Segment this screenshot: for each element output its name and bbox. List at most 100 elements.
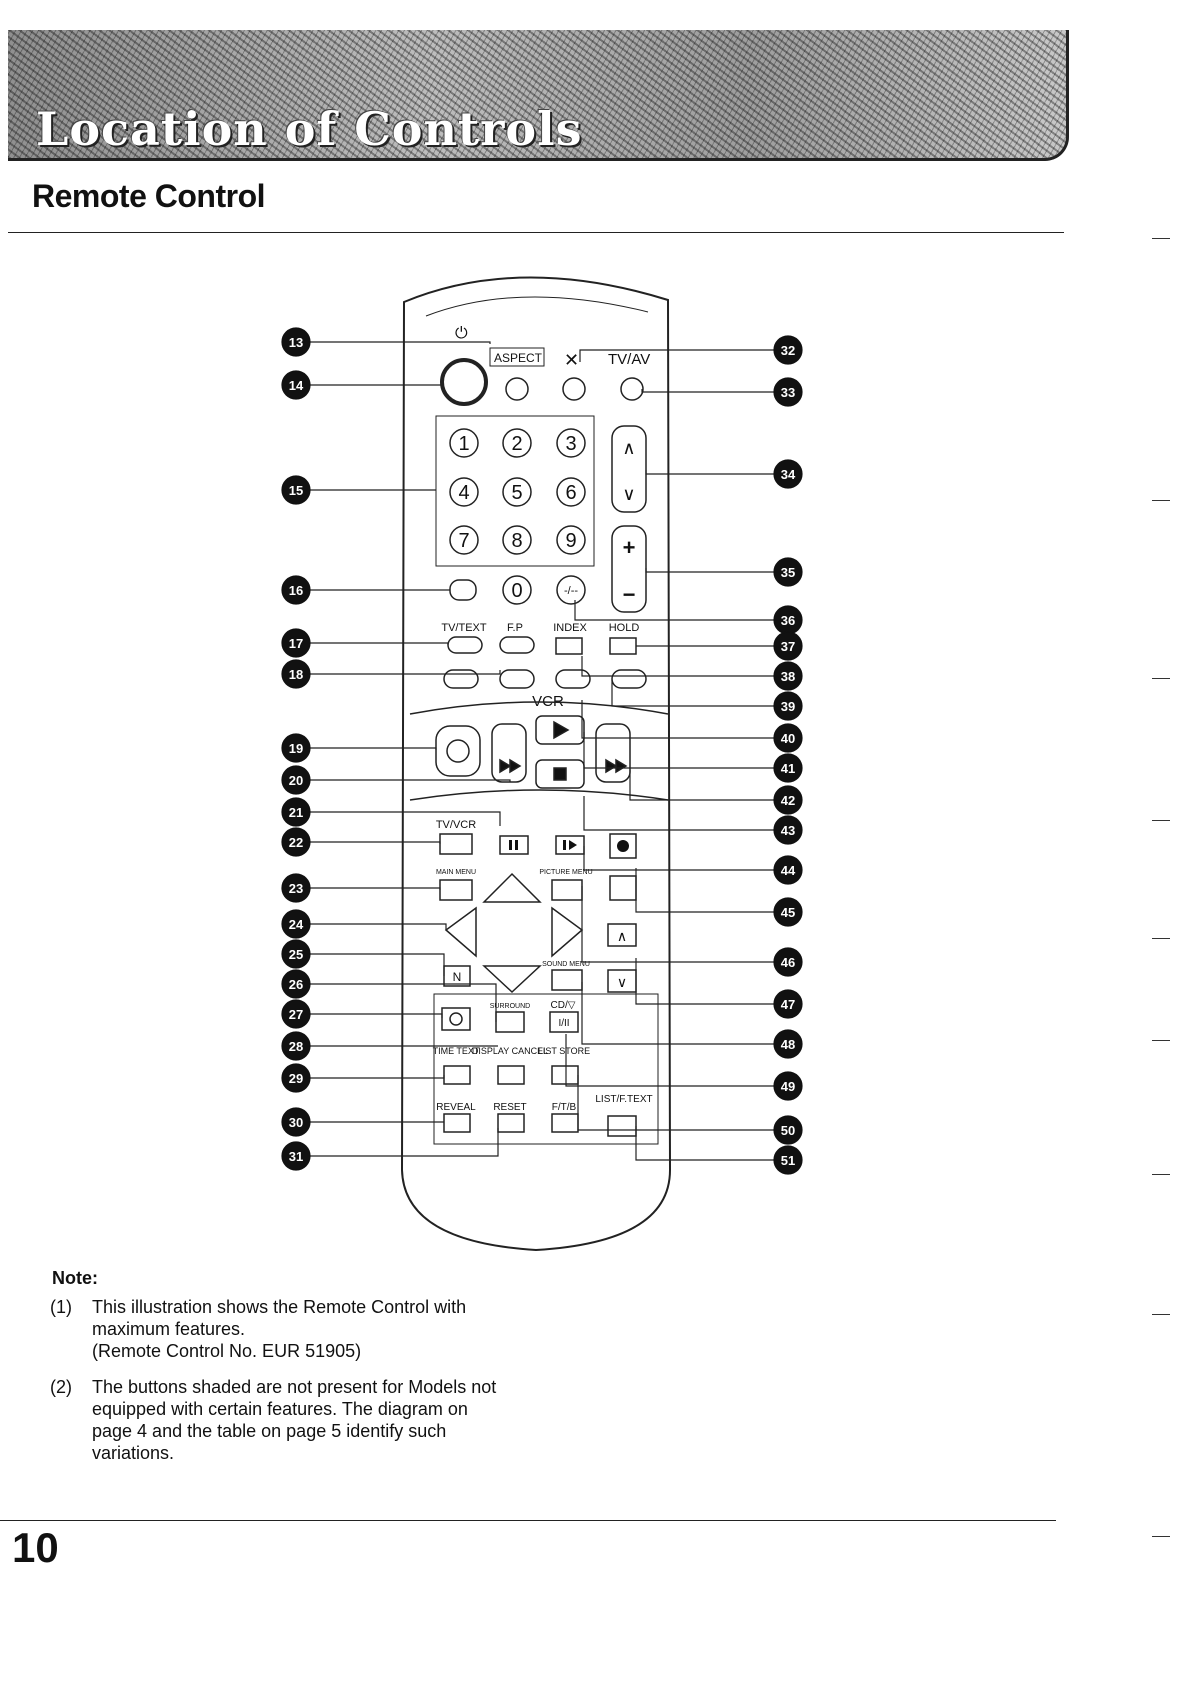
tv-av-button[interactable]	[620, 377, 644, 401]
callout-28-number: 28	[289, 1039, 303, 1054]
callout-14-leader-line	[296, 382, 443, 386]
callout-47-number: 47	[781, 997, 795, 1012]
page-number: 10	[12, 1524, 59, 1571]
display-cancel-button[interactable]	[497, 1065, 525, 1085]
digit-2-button[interactable]: 2	[502, 428, 532, 458]
sound-menu-button[interactable]	[551, 969, 583, 991]
time-text-button[interactable]	[443, 1065, 471, 1085]
reset-button[interactable]	[497, 1113, 525, 1133]
callout-15-marker	[281, 475, 311, 505]
record-stop-button[interactable]	[609, 875, 637, 901]
nav-down-button[interactable]	[482, 965, 542, 994]
svg-text:0: 0	[511, 580, 522, 602]
record-icon	[617, 840, 629, 852]
footer-rule	[0, 1520, 1056, 1521]
callout-50-number: 50	[781, 1123, 795, 1138]
digit-8-button[interactable]: 8	[502, 525, 532, 555]
text-button[interactable]	[449, 579, 477, 601]
surround-button[interactable]	[495, 1011, 525, 1033]
callout-42-marker	[773, 785, 803, 815]
play-button[interactable]	[535, 715, 585, 745]
callout-32-number: 32	[781, 343, 795, 358]
ch-up-label: ∧	[622, 438, 635, 458]
callout-35-marker	[773, 557, 803, 587]
green-button[interactable]	[499, 669, 535, 689]
nav-up-button[interactable]	[482, 872, 542, 903]
callout-37-marker	[773, 631, 803, 661]
callout-16-number: 16	[289, 583, 303, 598]
picture-menu-button[interactable]	[551, 879, 583, 901]
dash-key-button[interactable]: -/--	[556, 575, 586, 605]
callout-40-leader-line	[581, 700, 788, 739]
rewind-icon	[499, 758, 522, 774]
callout-43-leader-line	[583, 796, 788, 831]
callout-29-number: 29	[289, 1071, 303, 1086]
rewind-button[interactable]	[491, 723, 527, 783]
vcr-power-icon	[446, 739, 470, 763]
tv-vcr-button[interactable]	[439, 833, 473, 855]
fast-forward-button[interactable]	[595, 723, 631, 783]
vol-plus-label: +	[623, 535, 636, 560]
timer-button[interactable]	[441, 1007, 471, 1031]
digit-1-button[interactable]: 1	[449, 428, 479, 458]
blue-button[interactable]	[611, 669, 647, 689]
margin-tick	[1152, 238, 1170, 239]
ch-down-label: ∨	[622, 484, 635, 504]
callout-17-marker	[281, 628, 311, 658]
callout-25-marker	[281, 939, 311, 969]
fp-label: F.P	[507, 622, 523, 634]
reveal-button[interactable]	[443, 1113, 471, 1133]
callout-24-number: 24	[289, 917, 304, 932]
callout-27-marker	[281, 999, 311, 1029]
callout-18-leader-line	[296, 670, 501, 675]
channel-rocker[interactable]	[611, 425, 647, 513]
digit-9-button[interactable]: 9	[556, 525, 586, 555]
callout-32-leader-line	[579, 349, 788, 362]
cursor-up-button[interactable]	[607, 923, 637, 947]
index-button[interactable]	[555, 637, 583, 655]
callout-33-leader-line	[641, 389, 788, 393]
digit-0-button[interactable]: 0	[502, 575, 532, 605]
record-button[interactable]	[609, 833, 637, 859]
timer-icon	[449, 1012, 463, 1026]
callout-38-number: 38	[781, 669, 795, 684]
mute-button[interactable]	[562, 377, 586, 401]
list-f-text-button[interactable]	[607, 1115, 637, 1137]
reveal-label: REVEAL	[436, 1102, 476, 1113]
digit-5-button[interactable]: 5	[502, 477, 532, 507]
digit-6-button[interactable]: 6	[556, 477, 586, 507]
callout-31-number: 31	[289, 1149, 303, 1164]
callout-24-marker	[281, 909, 311, 939]
yellow-button[interactable]	[555, 669, 591, 689]
slow-button[interactable]	[555, 835, 585, 855]
callout-39-marker	[773, 691, 803, 721]
tv-text-button[interactable]	[447, 636, 483, 654]
teletext-row: TV/TEXT F.P INDEX HOLD VCR	[441, 622, 647, 710]
callout-21-marker	[281, 797, 311, 827]
pause-button[interactable]	[499, 835, 529, 855]
stop-button[interactable]	[535, 759, 585, 789]
fp-button[interactable]	[499, 636, 535, 654]
callout-19-number: 19	[289, 741, 303, 756]
power-button[interactable]	[440, 358, 488, 406]
i-ii-button[interactable]	[549, 1011, 579, 1033]
red-button[interactable]	[443, 669, 479, 689]
main-menu-button[interactable]	[439, 879, 473, 901]
nav-left-button[interactable]	[444, 906, 477, 958]
aspect-button[interactable]	[505, 377, 529, 401]
vcr-power-button[interactable]	[435, 725, 481, 777]
callout-51-leader-line	[635, 1126, 788, 1161]
digit-3-button[interactable]: 3	[556, 428, 586, 458]
callout-51-number: 51	[781, 1153, 795, 1168]
callout-49-number: 49	[781, 1079, 795, 1094]
callout-46-marker	[773, 947, 803, 977]
hold-button[interactable]	[609, 637, 637, 655]
ftb-button[interactable]	[551, 1113, 579, 1133]
numeric-keypad: 1 2 3 4 5 6 7 8 9 0 -/--	[435, 415, 595, 605]
nav-right-button[interactable]	[551, 906, 584, 958]
callout-36-number: 36	[781, 613, 795, 628]
digit-4-button[interactable]: 4	[449, 477, 479, 507]
list-store-button[interactable]	[551, 1065, 579, 1085]
digit-7-button[interactable]: 7	[449, 525, 479, 555]
channel-volume: ∧ ∨ + −	[611, 425, 647, 613]
